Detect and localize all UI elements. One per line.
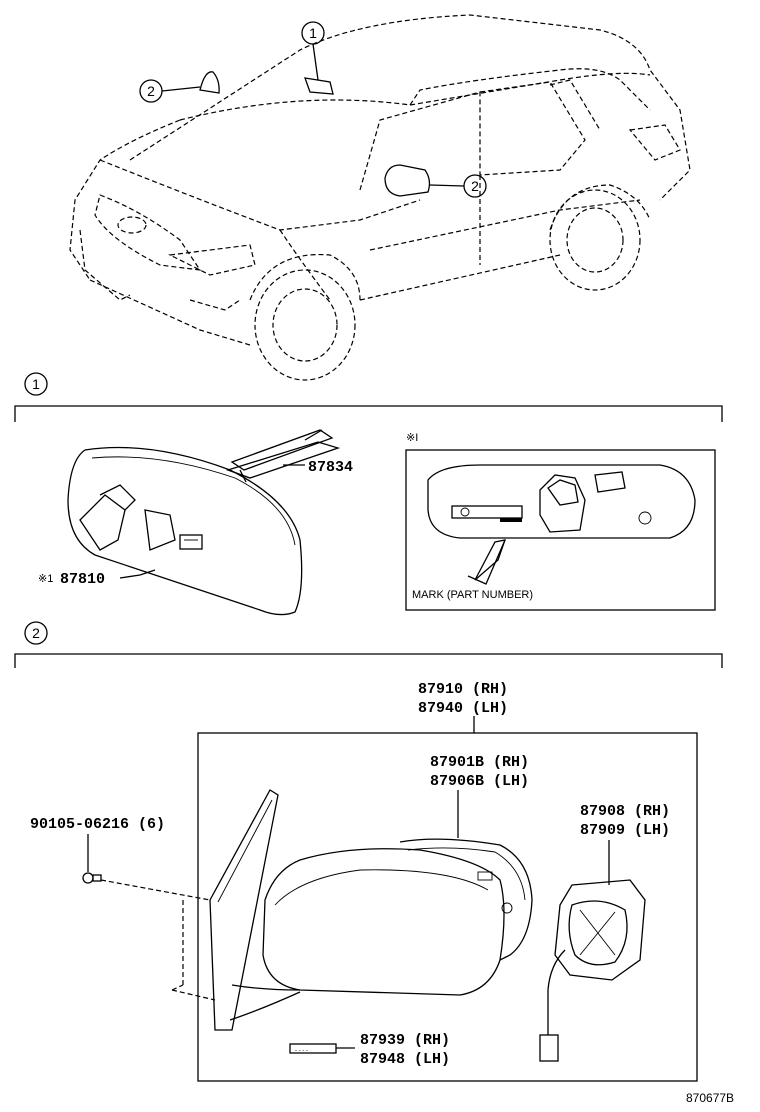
section-2-header: 2	[14, 621, 723, 668]
outer-mirror-illustration: - - - -	[171, 789, 646, 1062]
mark-part-number-label: MARK (PART NUMBER)	[412, 589, 533, 601]
part-87939-label: 87939 (RH)	[360, 1032, 450, 1049]
part-90105-label: 90105-06216 (6)	[30, 816, 165, 833]
part-87948-label: 87948 (LH)	[360, 1051, 450, 1068]
vehicle-callout-2-left: 2	[139, 79, 201, 103]
svg-text:2: 2	[147, 83, 155, 99]
vehicle-callout-1: 1	[301, 21, 325, 81]
part-87940-label: 87940 (LH)	[418, 700, 508, 717]
note-mark: ※I	[406, 432, 418, 444]
svg-text:1: 1	[32, 376, 40, 392]
part-87901b-label: 87901B (RH)	[430, 754, 529, 771]
outer-mirror-assembly-box	[197, 732, 698, 1082]
part-87834-label: 87834	[308, 459, 353, 476]
part-number-mark-box: ※I MARK (PART NUMBER)	[405, 432, 716, 611]
svg-text:2: 2	[32, 625, 40, 641]
vehicle-illustration	[69, 14, 691, 381]
vehicle-callout-2-right: 2	[429, 174, 487, 198]
part-87908-label: 87908 (RH)	[580, 803, 670, 820]
bracket-clip-illustration	[225, 429, 341, 483]
svg-text:1: 1	[309, 25, 317, 41]
inner-mirror-leader	[119, 569, 156, 579]
part-87810-label: 87810	[60, 571, 105, 588]
svg-text:2: 2	[471, 178, 479, 194]
part-87910-label: 87910 (RH)	[418, 681, 508, 698]
part-87909-label: 87909 (LH)	[580, 822, 670, 839]
figure-code: 870677B	[686, 1091, 734, 1105]
section-1-header: 1	[14, 372, 723, 422]
part-87906b-label: 87906B (LH)	[430, 773, 529, 790]
svg-text:- - - -: - - - -	[295, 1048, 308, 1054]
inner-mirror-note-mark: ※1	[38, 573, 53, 585]
screw-illustration	[82, 872, 211, 901]
